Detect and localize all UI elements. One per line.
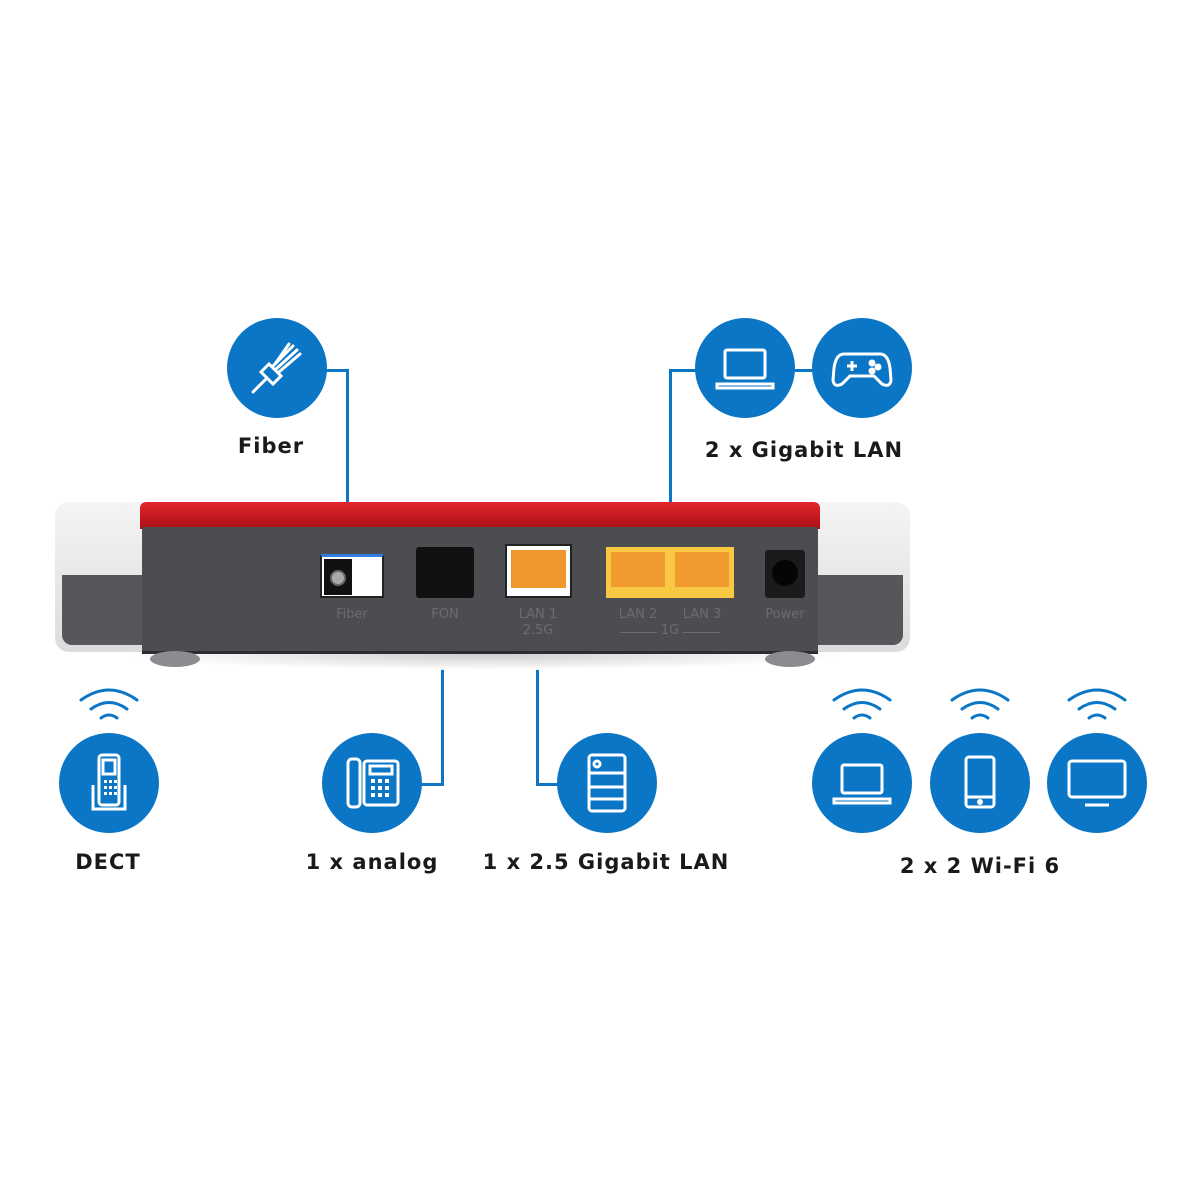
analog-label: 1 x analog <box>305 850 439 874</box>
laptop-icon <box>715 348 775 390</box>
smartphone-icon <box>964 755 996 809</box>
fon-port <box>416 547 474 598</box>
port-label-lan3: LAN 3 <box>682 607 722 622</box>
lan25-circle <box>557 733 657 833</box>
lan-connector-line <box>669 369 697 372</box>
router-foot <box>150 651 200 667</box>
wifi-tv-circle <box>1047 733 1147 833</box>
port-label-lan2: LAN 2 <box>618 607 658 622</box>
desk-phone-icon <box>346 757 400 809</box>
wifi-tablet-circle <box>930 733 1030 833</box>
wifi-label: 2 x 2 Wi-Fi 6 <box>899 854 1061 878</box>
laptop-circle <box>695 318 795 418</box>
gigabit-lan-label: 2 x Gigabit LAN <box>704 438 904 462</box>
dect-label: DECT <box>75 850 141 874</box>
fiber-label: Fiber <box>237 434 305 458</box>
router-top-red <box>140 502 820 529</box>
fiber-connector-line <box>325 369 349 372</box>
wifi-icon <box>950 688 1010 720</box>
router-right-cap-base <box>818 575 903 645</box>
lan2-port <box>606 547 670 598</box>
laptop-icon <box>832 763 892 805</box>
server-icon <box>587 753 627 813</box>
wifi-icon <box>1067 688 1127 720</box>
lan25-connector-line <box>536 652 539 786</box>
port-label-lan1: LAN 1 <box>518 607 558 622</box>
wifi-laptop-circle <box>812 733 912 833</box>
analog-connector-line <box>441 652 444 786</box>
wifi-icon <box>832 688 892 720</box>
lan-connector-line <box>793 369 815 372</box>
port-label-power: Power <box>765 607 805 622</box>
gamepad-circle <box>812 318 912 418</box>
lan-connector-line <box>669 369 672 503</box>
router-foot <box>765 651 815 667</box>
fiber-connector-line <box>346 369 349 503</box>
lan1-port <box>505 544 572 598</box>
port-label-lan23-speed: 1G <box>656 623 684 639</box>
analog-connector-line <box>420 783 444 786</box>
fiber-circle <box>227 318 327 418</box>
router-left-cap-base <box>62 575 142 645</box>
lan25-label: 1 x 2.5 Gigabit LAN <box>482 850 730 874</box>
port-label-lan1-speed: 2.5G <box>522 623 554 638</box>
cordless-phone-icon <box>91 753 127 811</box>
gamepad-icon <box>831 352 893 387</box>
lan3-port <box>670 547 734 598</box>
fiber-cable-icon <box>251 342 302 394</box>
port-label-fon: FON <box>431 607 459 622</box>
fiber-port <box>320 554 384 598</box>
lan25-connector-line <box>536 783 560 786</box>
analog-circle <box>322 733 422 833</box>
power-port <box>765 550 805 598</box>
port-label-fiber: Fiber <box>336 607 368 622</box>
tv-monitor-icon <box>1067 759 1127 807</box>
dect-circle <box>59 733 159 833</box>
wifi-icon <box>79 688 139 720</box>
